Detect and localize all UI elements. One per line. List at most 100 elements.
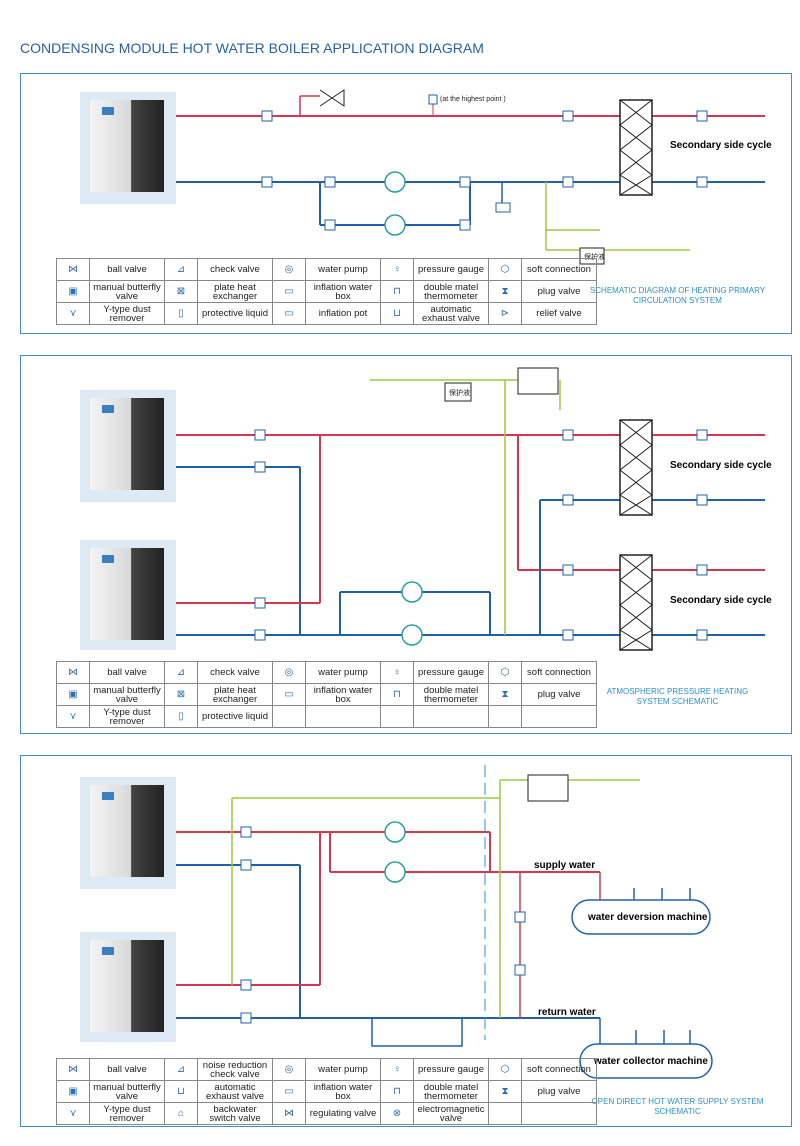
legend-label: pressure gauge — [413, 258, 489, 281]
panel-atmospheric-heating — [20, 355, 792, 734]
legend-label: Y-type dust remover — [89, 302, 165, 325]
legend-label: noise reduction check valve — [197, 1058, 273, 1081]
legend-label: inflation pot — [305, 302, 381, 325]
legend-label: electromagnetic valve — [413, 1102, 489, 1125]
heat-exchanger-icon: ⊠ — [164, 683, 198, 706]
protective-liquid-icon: ▯ — [164, 302, 198, 325]
soft-connection-icon: ⬡ — [488, 1058, 522, 1081]
dust-remover-icon: ⋎ — [56, 705, 90, 728]
legend-label: ball valve — [89, 258, 165, 281]
soft-connection-icon: ⬡ — [488, 661, 522, 684]
legend-label: double matel thermometer — [413, 683, 489, 706]
dust-remover-icon: ⋎ — [56, 302, 90, 325]
secondary-side-label: Secondary side cycle — [670, 595, 772, 606]
ball-valve-icon: ⋈ — [56, 661, 90, 684]
water-box-icon: ▭ — [272, 280, 306, 303]
butterfly-valve-icon: ▣ — [56, 280, 90, 303]
panel-primary-circulation — [20, 73, 792, 334]
regulating-valve-icon: ⋈ — [272, 1102, 306, 1125]
legend-label: water pump — [305, 258, 381, 281]
check-valve-icon: ⊿ — [164, 258, 198, 281]
tank-label: 保护液 — [584, 254, 605, 261]
legend-label: double matel thermometer — [413, 280, 489, 303]
boiler-unit — [80, 540, 176, 650]
supply-water-label: supply water — [534, 860, 596, 871]
thermometer-icon: ⊓ — [380, 280, 414, 303]
legend-label: plate heat exchanger — [197, 280, 273, 303]
legend-label: soft connection — [521, 258, 597, 281]
plug-valve-icon: ⧗ — [488, 683, 522, 706]
relief-valve-icon: ⊳ — [488, 302, 522, 325]
panel-caption: OPEN DIRECT HOT WATER SUPPLY SYSTEM SCHE… — [591, 1097, 764, 1116]
tank-label: 保护液 — [449, 390, 470, 397]
legend-label: check valve — [197, 258, 273, 281]
collector-machine-label: water collector machine — [594, 1056, 708, 1067]
electromagnetic-valve-icon: ⊗ — [380, 1102, 414, 1125]
ball-valve-icon: ⋈ — [56, 258, 90, 281]
legend-label: pressure gauge — [413, 661, 489, 684]
legend-label: regulating valve — [305, 1102, 381, 1125]
boiler-unit — [80, 932, 176, 1042]
legend-label: plug valve — [521, 280, 597, 303]
deversion-machine-label: water deversion machine — [588, 912, 708, 923]
legend-table: ⋈ball valve ⊿check valve ◎water pump ♀pr… — [56, 661, 597, 728]
highest-point-note: (at the highest point ) — [440, 96, 506, 103]
panel-caption: SCHEMATIC DIAGRAM OF HEATING PRIMARY CIR… — [589, 286, 766, 305]
boiler-unit — [80, 777, 176, 889]
heat-exchanger-icon: ⊠ — [164, 280, 198, 303]
legend-label: ball valve — [89, 661, 165, 684]
legend-label: Y-type dust remover — [89, 705, 165, 728]
thermometer-icon: ⊓ — [380, 683, 414, 706]
check-valve-icon: ⊿ — [164, 661, 198, 684]
water-box-icon: ▭ — [272, 1080, 306, 1103]
legend-label: inflation water box — [305, 1080, 381, 1103]
legend-label: check valve — [197, 661, 273, 684]
legend-label: soft connection — [521, 661, 597, 684]
inflation-pot-icon: ▭ — [272, 302, 306, 325]
panel-caption: ATMOSPHERIC PRESSURE HEATING SYSTEM SCHE… — [606, 687, 749, 706]
pressure-gauge-icon: ♀ — [380, 661, 414, 684]
legend-label: plug valve — [521, 683, 597, 706]
panel-open-hot-water — [20, 755, 792, 1127]
legend-table: ⋈ball valve ⊿check valve ◎water pump ♀pr… — [56, 258, 597, 325]
plug-valve-icon: ⧗ — [488, 280, 522, 303]
water-pump-icon: ◎ — [272, 661, 306, 684]
legend-label: protective liquid — [197, 302, 273, 325]
legend-label: automatic exhaust valve — [413, 302, 489, 325]
return-water-label: return water — [538, 1007, 596, 1018]
secondary-side-label: Secondary side cycle — [670, 140, 772, 151]
butterfly-valve-icon: ▣ — [56, 1080, 90, 1103]
water-pump-icon: ◎ — [272, 1058, 306, 1081]
check-valve-icon: ⊿ — [164, 1058, 198, 1081]
switch-valve-icon: ⌂ — [164, 1102, 198, 1125]
boiler-unit — [80, 92, 176, 204]
legend-label: inflation water box — [305, 683, 381, 706]
pressure-gauge-icon: ♀ — [380, 1058, 414, 1081]
legend-label: water pump — [305, 1058, 381, 1081]
legend-label: inflation water box — [305, 280, 381, 303]
plug-valve-icon: ⧗ — [488, 1080, 522, 1103]
legend-label: Y-type dust remover — [89, 1102, 165, 1125]
legend-label: double matel thermometer — [413, 1080, 489, 1103]
legend-label: manual butterfly valve — [89, 280, 165, 303]
soft-connection-icon: ⬡ — [488, 258, 522, 281]
page-title: CONDENSING MODULE HOT WATER BOILER APPLI… — [20, 40, 484, 56]
legend-label: protective liquid — [197, 705, 273, 728]
pressure-gauge-icon: ♀ — [380, 258, 414, 281]
protective-liquid-icon: ▯ — [164, 705, 198, 728]
ball-valve-icon: ⋈ — [56, 1058, 90, 1081]
dust-remover-icon: ⋎ — [56, 1102, 90, 1125]
legend-label: ball valve — [89, 1058, 165, 1081]
boiler-unit — [80, 390, 176, 502]
legend-label: manual butterfly valve — [89, 1080, 165, 1103]
exhaust-valve-icon: ⊔ — [164, 1080, 198, 1103]
legend-table: ⋈ball valve ⊿noise reduction check valve… — [56, 1058, 597, 1125]
secondary-side-label: Secondary side cycle — [670, 460, 772, 471]
legend-label: plug valve — [521, 1080, 597, 1103]
legend-label: water pump — [305, 661, 381, 684]
legend-label: soft connection — [521, 1058, 597, 1081]
butterfly-valve-icon: ▣ — [56, 683, 90, 706]
legend-label: relief valve — [521, 302, 597, 325]
legend-label: automatic exhaust valve — [197, 1080, 273, 1103]
